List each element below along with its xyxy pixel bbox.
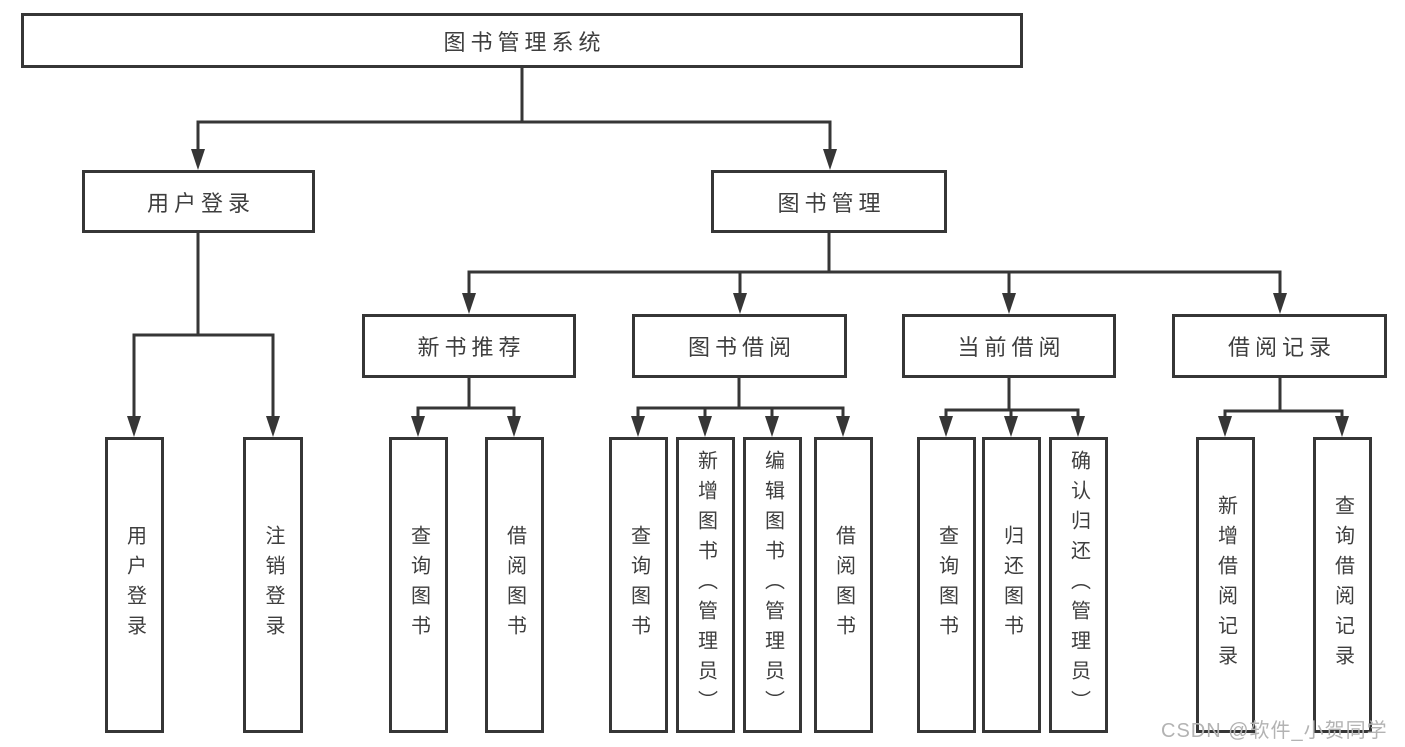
arrow-down-icon bbox=[411, 416, 425, 437]
arrow-down-icon bbox=[939, 416, 953, 437]
arrow-down-icon bbox=[823, 149, 837, 170]
arrow-down-icon bbox=[191, 149, 205, 170]
arrow-down-icon bbox=[836, 416, 850, 437]
leaf-label: 借阅图书 bbox=[832, 525, 855, 645]
node-leaf-query-books-3: 查询图书 bbox=[917, 437, 976, 733]
leaf-label: 借阅图书 bbox=[503, 525, 526, 645]
leaf-label: 查询借阅记录 bbox=[1331, 495, 1354, 675]
arrow-down-icon bbox=[1004, 416, 1018, 437]
leaf-label: 新增借阅记录 bbox=[1214, 495, 1237, 675]
node-leaf-logout: 注销登录 bbox=[243, 437, 303, 733]
arrow-down-icon bbox=[733, 293, 747, 314]
arrow-down-icon bbox=[1273, 293, 1287, 314]
arrow-down-icon bbox=[266, 416, 280, 437]
node-label: 新书推荐 bbox=[417, 335, 526, 360]
arrow-down-icon bbox=[765, 416, 779, 437]
node-leaf-borrow-books-2: 借阅图书 bbox=[814, 437, 873, 733]
node-book-borrowing: 图书借阅 bbox=[632, 314, 847, 378]
node-current-borrowing: 当前借阅 bbox=[902, 314, 1116, 378]
node-leaf-confirm-return-admin: 确认归还（管理员） bbox=[1049, 437, 1108, 733]
leaf-label: 查询图书 bbox=[935, 525, 958, 645]
node-label: 当前借阅 bbox=[957, 335, 1066, 360]
leaf-label: 新增图书（管理员） bbox=[694, 450, 717, 720]
node-leaf-edit-books-admin: 编辑图书（管理员） bbox=[743, 437, 802, 733]
node-root-system: 图书管理系统 bbox=[21, 13, 1023, 68]
node-user-login: 用户登录 bbox=[82, 170, 315, 233]
arrow-down-icon bbox=[462, 293, 476, 314]
node-leaf-query-books-2: 查询图书 bbox=[609, 437, 668, 733]
node-label: 图书管理系统 bbox=[443, 29, 606, 55]
leaf-label: 确认归还（管理员） bbox=[1067, 450, 1090, 720]
node-label: 图书管理 bbox=[777, 190, 886, 216]
node-book-management: 图书管理 bbox=[711, 170, 947, 233]
node-leaf-borrow-books-1: 借阅图书 bbox=[485, 437, 544, 733]
leaf-label: 注销登录 bbox=[262, 525, 284, 645]
node-leaf-query-borrow-record: 查询借阅记录 bbox=[1313, 437, 1372, 733]
arrow-down-icon bbox=[1335, 416, 1349, 437]
csdn-watermark: CSDN @软件_小贺同学 bbox=[1161, 720, 1388, 742]
leaf-label: 查询图书 bbox=[407, 525, 430, 645]
arrow-down-icon bbox=[1002, 293, 1016, 314]
leaf-label: 用户登录 bbox=[123, 525, 146, 645]
node-label: 借阅记录 bbox=[1227, 335, 1336, 360]
leaf-label: 查询图书 bbox=[627, 525, 650, 645]
node-label: 图书借阅 bbox=[687, 335, 796, 360]
node-leaf-add-books-admin: 新增图书（管理员） bbox=[676, 437, 735, 733]
arrow-down-icon bbox=[127, 416, 141, 437]
leaf-label: 编辑图书（管理员） bbox=[761, 450, 784, 720]
arrow-down-icon bbox=[1218, 416, 1232, 437]
node-leaf-add-borrow-record: 新增借阅记录 bbox=[1196, 437, 1255, 733]
node-leaf-user-login: 用户登录 bbox=[105, 437, 164, 733]
node-leaf-query-books-1: 查询图书 bbox=[389, 437, 448, 733]
arrow-down-icon bbox=[507, 416, 521, 437]
arrow-down-icon bbox=[698, 416, 712, 437]
node-new-book-recommendation: 新书推荐 bbox=[362, 314, 576, 378]
leaf-label: 归还图书 bbox=[1000, 525, 1023, 645]
arrow-down-icon bbox=[631, 416, 645, 437]
node-label: 用户登录 bbox=[146, 190, 255, 216]
node-leaf-return-books: 归还图书 bbox=[982, 437, 1041, 733]
arrow-down-icon bbox=[1071, 416, 1085, 437]
node-borrowing-records: 借阅记录 bbox=[1172, 314, 1387, 378]
